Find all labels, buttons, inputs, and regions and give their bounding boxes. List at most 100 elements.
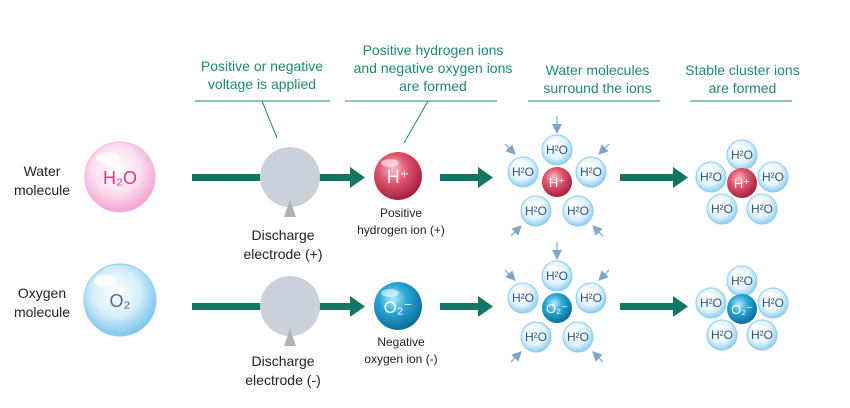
water-molecule-left: H²O [507, 156, 539, 188]
approach-arrow-left [504, 269, 516, 281]
water-molecule-left-label: H²O [512, 291, 534, 305]
water-molecule-left: H²O [695, 161, 727, 193]
electrode-positive-disc [260, 147, 320, 207]
water-molecule-bottom-left-label: H²O [711, 328, 733, 342]
water-molecule-bottom-right: H²O [562, 195, 594, 227]
water-molecule-bottom-right-highlight [568, 326, 578, 332]
electrode-label-negative-line-2: electrode (-) [245, 372, 321, 388]
water-molecule-bottom-left: H²O [520, 321, 552, 353]
header-surround: Water molecules surround the ions [525, 61, 670, 97]
electrode-label-positive-line-1: Discharge [251, 227, 315, 243]
water-molecule-left-label: H²O [700, 170, 722, 184]
center-ion-label: H⁺ [734, 176, 750, 191]
water-molecule-right-highlight [763, 166, 773, 172]
hydrogen-ion-formula: H⁺ [387, 167, 410, 187]
oxygen-ion-formula: O₂⁻ [384, 298, 413, 317]
water-molecule-top: H²O [541, 134, 573, 166]
oxygen-molecule: O₂ [83, 263, 157, 337]
electrode-label-negative: Discharge electrode (-) [228, 352, 338, 390]
center-ion: O₂⁻ [542, 293, 572, 323]
water-molecule-bottom-left-highlight [526, 326, 536, 332]
discharge-electrode-positive [260, 147, 320, 217]
center-ion-sphere [542, 293, 572, 323]
water-molecule-top: H²O [726, 139, 758, 171]
water-molecule-right-label: H²O [580, 291, 602, 305]
water-molecule-left: H²O [507, 282, 539, 314]
water-molecule-bottom-right-highlight [568, 200, 578, 206]
water-molecule-highlight [96, 152, 120, 164]
water-molecule-right-highlight [581, 287, 591, 293]
row-label-oxygen-line-1: Oxygen [17, 285, 67, 301]
electrode-positive-tip [284, 200, 296, 217]
water-molecule-bottom-right: H²O [562, 321, 594, 353]
electrode-label-positive-line-2: electrode (+) [243, 246, 323, 262]
water-molecule-right-highlight [581, 161, 591, 167]
water-molecule-bottom-left-label: H²O [525, 330, 547, 344]
water-molecule-top-highlight [547, 139, 557, 145]
arrow-row1-step2-head [478, 167, 493, 188]
center-ion-sphere [542, 167, 572, 197]
arrow-row2-step3-head [673, 296, 688, 317]
water-molecule-top-highlight [732, 144, 742, 150]
header-voltage-line-2: voltage is applied [207, 76, 317, 92]
water-molecule-right: H²O [757, 161, 789, 193]
ion-label-oxygen: Negative oxygen ion (-) [345, 334, 457, 368]
approach-arrow-right [598, 269, 610, 281]
header-stable-line-2: are formed [708, 80, 777, 96]
water-molecule-bottom-right-label: H²O [567, 204, 589, 218]
water-molecule-top: H²O [726, 265, 758, 297]
water-molecule-bottom-right: H²O [746, 319, 778, 351]
approach-arrow-bottom-left [510, 351, 522, 363]
water-molecule-left-label: H²O [700, 296, 722, 310]
approach-arrow-bottom-right [592, 351, 604, 363]
center-ion: H⁺ [727, 168, 757, 198]
ion-label-oxygen-line-2: oxygen ion (-) [364, 352, 438, 366]
header-stable: Stable cluster ions are formed [670, 61, 815, 97]
ion-label-hydrogen: Positive hydrogen ion (+) [345, 205, 457, 239]
center-ion-label: O₂⁻ [731, 302, 753, 317]
approach-arrow-right [598, 143, 610, 155]
electrode-negative-disc [260, 276, 320, 336]
arrow-row2-head [350, 296, 365, 317]
water-molecule-left-highlight [701, 166, 711, 172]
water-molecule-right-label: H²O [762, 296, 784, 310]
ion-label-hydrogen-line-1: Positive [379, 206, 423, 220]
hydrogen-ion: H⁺ [374, 152, 422, 200]
approach-arrow-bottom-left [510, 225, 522, 237]
header-pointer-voltage [261, 100, 278, 139]
header-rules [195, 100, 792, 144]
oxygen-molecule-formula: O₂ [110, 291, 131, 311]
center-ion: O₂⁻ [727, 294, 757, 324]
header-ions-formed-line-1: Positive hydrogen ions [362, 42, 504, 58]
arrow-row1-head [350, 167, 365, 188]
water-molecule-top-label: H²O [731, 274, 753, 288]
center-ion: H⁺ [542, 167, 572, 197]
ion-label-oxygen-line-1: Negative [377, 335, 425, 349]
arrow-row2-step3-shaft [620, 303, 675, 310]
header-stable-line-1: Stable cluster ions [685, 62, 800, 78]
row-label-water-line-1: Water [23, 163, 61, 179]
hydrogen-ion-highlight [381, 159, 399, 167]
header-ions-formed: Positive hydrogen ions and negative oxyg… [338, 41, 528, 95]
discharge-electrode-negative [260, 276, 320, 346]
center-ion-sphere [727, 294, 757, 324]
row-label-oxygen: Oxygen molecule [0, 284, 84, 322]
stable-cluster-oxygen: H²O H²O H²O H²O H²O O₂⁻ [695, 265, 789, 351]
water-molecule-bottom-right: H²O [746, 193, 778, 225]
water-molecule-bottom-left-highlight [526, 200, 536, 206]
center-ion-sphere [727, 168, 757, 198]
row-label-oxygen-line-2: molecule [13, 304, 71, 320]
oxygen-ion-highlight [381, 289, 399, 297]
approach-arrow-left [504, 143, 516, 155]
water-molecule-top-label: H²O [546, 269, 568, 283]
water-molecule: H₂O [84, 141, 156, 213]
water-molecule-bottom-right-label: H²O [751, 328, 773, 342]
electrode-label-positive: Discharge electrode (+) [228, 226, 338, 264]
row-label-water-line-2: molecule [13, 182, 71, 198]
header-surround-line-2: surround the ions [543, 80, 652, 96]
water-molecule-top-highlight [547, 265, 557, 271]
